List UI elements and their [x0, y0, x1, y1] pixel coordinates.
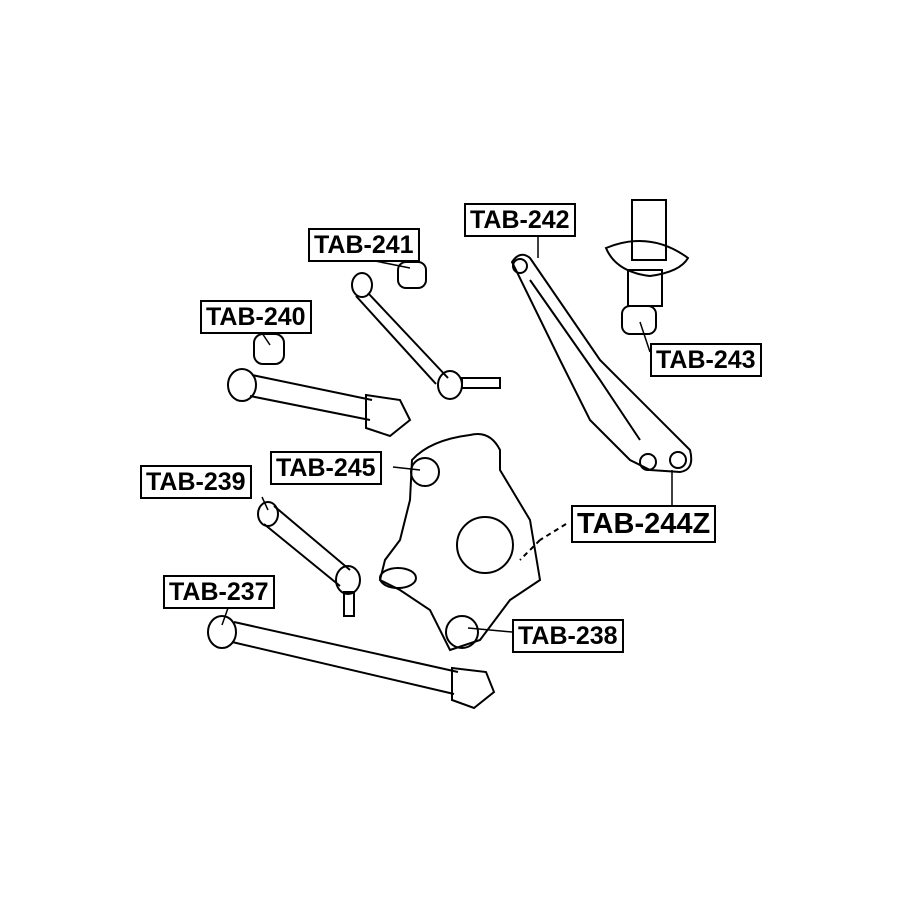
label-tab-237: TAB-237 [163, 575, 275, 609]
shock-243 [604, 199, 690, 335]
label-tab-242: TAB-242 [464, 203, 576, 237]
leader-lines [221, 236, 673, 633]
label-tab-243: TAB-243 [650, 343, 762, 377]
knuckle [378, 433, 567, 652]
arm-242 [510, 253, 693, 474]
label-tab-240: TAB-240 [200, 300, 312, 334]
arm-240 [227, 333, 412, 438]
label-tab-245: TAB-245 [270, 451, 382, 485]
arm-241 [351, 261, 501, 400]
label-tab-244z: TAB-244Z [571, 505, 717, 543]
label-tab-241: TAB-241 [308, 228, 420, 262]
label-tab-239: TAB-239 [140, 465, 252, 499]
arm-237 [207, 615, 496, 710]
label-tab-238: TAB-238 [512, 619, 624, 653]
arm-239 [257, 501, 361, 617]
